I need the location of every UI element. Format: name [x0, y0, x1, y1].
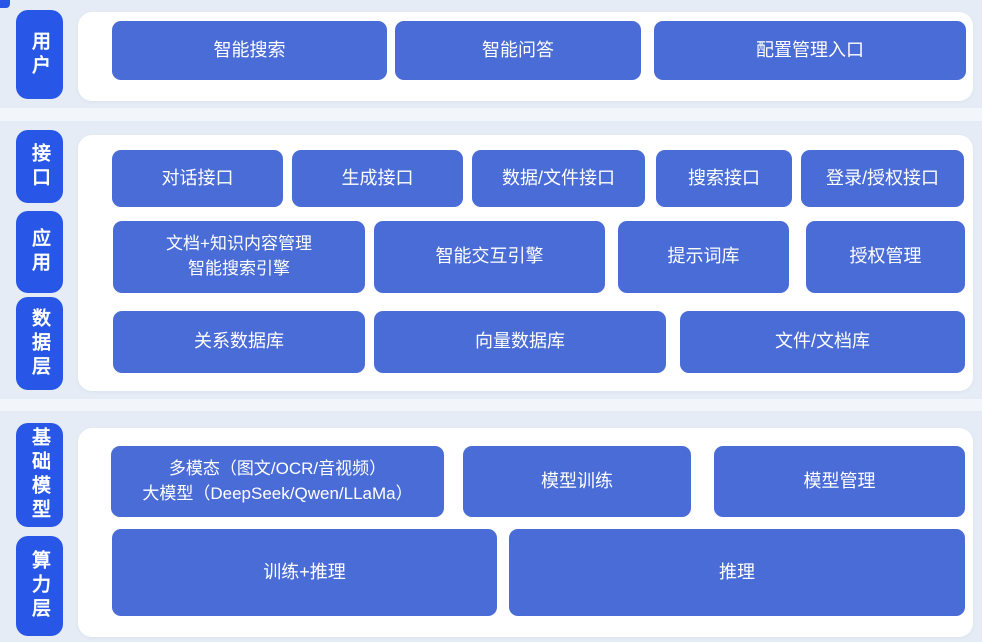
- block-inference: 推理: [509, 529, 965, 616]
- corner-fragment: [0, 0, 10, 8]
- block-login-auth-api: 登录/授权接口: [801, 150, 964, 207]
- badge-user-layer: 用户: [16, 10, 63, 99]
- block-config-mgmt-entry: 配置管理入口: [654, 21, 966, 80]
- block-smart-search: 智能搜索: [112, 21, 387, 80]
- block-interactive-engine: 智能交互引擎: [374, 221, 605, 293]
- badge-foundation-model-layer: 基础模型: [16, 423, 63, 527]
- block-dialog-api: 对话接口: [112, 150, 283, 207]
- block-relational-db: 关系数据库: [113, 311, 365, 373]
- block-generation-api: 生成接口: [292, 150, 463, 207]
- block-training-inference: 训练+推理: [112, 529, 497, 616]
- block-prompt-library: 提示词库: [618, 221, 789, 293]
- block-model-training: 模型训练: [463, 446, 691, 517]
- block-smart-qa: 智能问答: [395, 21, 641, 80]
- block-auth-management: 授权管理: [806, 221, 965, 293]
- badge-data-layer: 数据层: [16, 297, 63, 390]
- block-search-api: 搜索接口: [656, 150, 792, 207]
- block-file-doc-store: 文件/文档库: [680, 311, 965, 373]
- block-vector-db: 向量数据库: [374, 311, 666, 373]
- badge-interface-layer: 接口: [16, 130, 63, 203]
- block-multimodal-llm: 多模态（图文/OCR/音视频） 大模型（DeepSeek/Qwen/LLaMa）: [111, 446, 444, 517]
- badge-compute-layer: 算力层: [16, 536, 63, 636]
- block-model-management: 模型管理: [714, 446, 965, 517]
- block-data-file-api: 数据/文件接口: [472, 150, 645, 207]
- block-doc-knowledge-search-engine: 文档+知识内容管理 智能搜索引擎: [113, 221, 365, 293]
- badge-application-layer: 应用: [16, 211, 63, 293]
